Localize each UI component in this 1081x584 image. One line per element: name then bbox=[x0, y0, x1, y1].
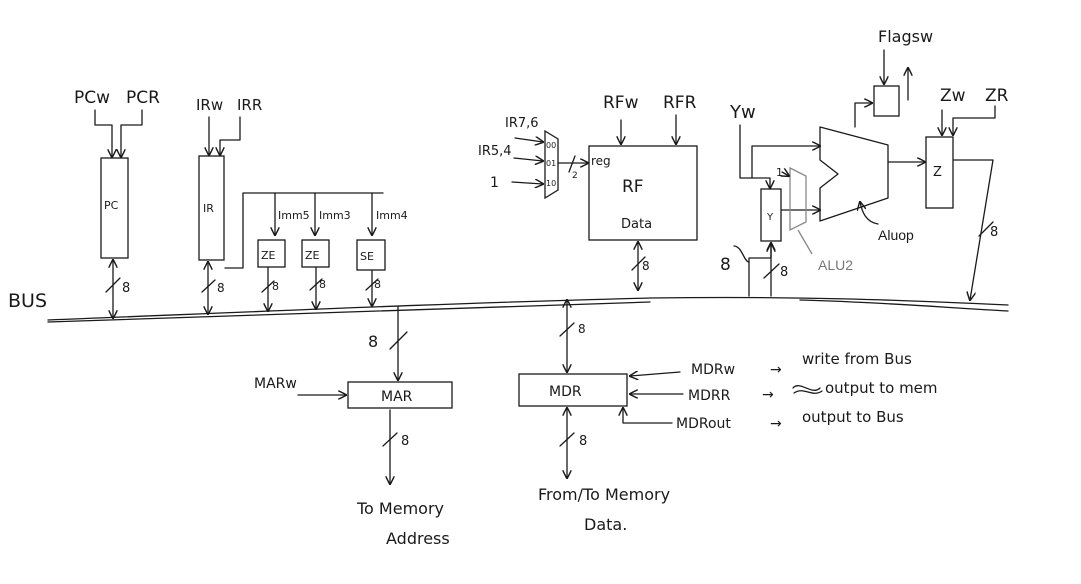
mdr-dest-line1: From/To Memory bbox=[538, 485, 670, 504]
imm4-label: Imm4 bbox=[376, 209, 408, 222]
y-label: Y bbox=[766, 212, 774, 223]
aluop-wire bbox=[860, 202, 879, 225]
imm4-extender: Imm4 SE 8 bbox=[356, 192, 408, 306]
alu-to-flags bbox=[854, 103, 872, 128]
alu-input-one: 1 bbox=[776, 166, 783, 179]
mar-write-signal: MARw bbox=[254, 376, 297, 392]
ir-label: IR bbox=[203, 202, 214, 215]
mdr-dest-line2: Data. bbox=[584, 515, 627, 534]
mar-register: MAR bbox=[347, 381, 453, 409]
se-bus-width: 8 bbox=[374, 278, 381, 291]
ir-bus-width: 8 bbox=[217, 281, 225, 295]
z-write-signal: Zw bbox=[940, 86, 966, 106]
z-read-signal: ZR bbox=[985, 86, 1009, 106]
mdr-bus-width: 8 bbox=[578, 322, 586, 336]
ir-immediate-tap bbox=[224, 192, 384, 269]
mdr-w-desc: write from Bus bbox=[802, 350, 912, 368]
y-in-width: 8 bbox=[720, 255, 731, 275]
z-to-bus bbox=[953, 159, 994, 300]
imm3-label: Imm3 bbox=[319, 209, 351, 222]
mar-dest-line2: Address bbox=[386, 529, 450, 548]
bus-to-y bbox=[748, 243, 771, 297]
svg-text:→: → bbox=[762, 387, 774, 403]
system-bus bbox=[47, 296, 1009, 323]
ze1-label: ZE bbox=[261, 249, 276, 262]
alu-input-a-wire bbox=[751, 146, 820, 179]
alu2-label: ALU2 bbox=[818, 257, 853, 273]
svg-text:→: → bbox=[770, 362, 782, 378]
pc-write-signal: PCw bbox=[74, 88, 110, 108]
ir-r-wire bbox=[220, 116, 241, 155]
register-file: reg RF Data bbox=[588, 145, 698, 241]
y-write-signal: Yw bbox=[729, 102, 756, 123]
mux-in-ir54: IR5,4 bbox=[478, 144, 512, 159]
mux-in-one: 1 bbox=[490, 175, 499, 191]
mdr-out-desc: output to Bus bbox=[802, 408, 904, 426]
bus-label: BUS bbox=[8, 290, 47, 312]
alu bbox=[819, 126, 889, 222]
z-bus-width: 8 bbox=[990, 225, 998, 240]
mar-dest-line1: To Memory bbox=[356, 499, 444, 518]
z-label: Z bbox=[933, 165, 942, 180]
pc-register: PC bbox=[100, 157, 129, 259]
se-label: SE bbox=[360, 250, 374, 263]
ze2-label: ZE bbox=[305, 249, 320, 262]
mux-sel-01: 01 bbox=[546, 159, 556, 168]
imm5-extender: Imm5 ZE 8 bbox=[257, 192, 310, 311]
pc-r-wire bbox=[121, 109, 143, 157]
svg-text:→: → bbox=[770, 416, 782, 432]
mdr-mem-width: 8 bbox=[579, 434, 587, 449]
pc-bus-width: 8 bbox=[122, 281, 130, 296]
ir-read-signal: IRR bbox=[237, 96, 262, 114]
mux-out-width: 2 bbox=[572, 171, 578, 181]
mux-sel-10: 10 bbox=[546, 179, 556, 188]
mux-sel-00: 00 bbox=[546, 141, 556, 150]
mdr-r-desc-visible: output to mem bbox=[825, 379, 938, 397]
mar-out-width: 8 bbox=[401, 434, 409, 449]
y-register: Y bbox=[760, 188, 782, 242]
mdr-r-name: MDRR bbox=[688, 388, 731, 404]
imm5-label: Imm5 bbox=[278, 209, 310, 222]
mdr-w-name: MDRw bbox=[691, 362, 735, 378]
z-register: Z bbox=[925, 136, 954, 209]
aluop-label: Aluop bbox=[878, 227, 914, 243]
mdr-out-wire bbox=[623, 408, 673, 424]
pc-label: PC bbox=[104, 199, 119, 212]
flags-register bbox=[873, 85, 900, 117]
imm3-extender: Imm3 ZE 8 bbox=[301, 192, 351, 309]
mdr-out-name: MDRout bbox=[676, 416, 731, 432]
register-select-mux: 00 01 10 bbox=[544, 129, 559, 200]
mdr-register: MDR bbox=[518, 373, 628, 407]
mar-in-width: 8 bbox=[368, 332, 378, 351]
rf-title: RF bbox=[622, 177, 644, 197]
ir-write-signal: IRw bbox=[196, 96, 223, 114]
flags-label: Flagsw bbox=[878, 27, 933, 46]
rf-bus-width: 8 bbox=[642, 259, 650, 273]
ze1-bus-width: 8 bbox=[272, 280, 279, 293]
y-bus-width: 8 bbox=[780, 265, 788, 280]
mdr-label: MDR bbox=[549, 384, 582, 400]
rf-read-signal: RFR bbox=[663, 93, 697, 113]
pc-w-wire bbox=[94, 109, 112, 157]
rf-subtitle: Data bbox=[621, 217, 652, 232]
ze2-bus-width: 8 bbox=[319, 278, 326, 291]
mar-label: MAR bbox=[381, 389, 413, 405]
mdr-w-wire bbox=[630, 372, 681, 376]
pc-read-signal: PCR bbox=[126, 88, 160, 108]
rf-reg-port: reg bbox=[591, 154, 611, 168]
ir-register: IR bbox=[198, 155, 225, 261]
mux-in-ir76: IR7,6 bbox=[505, 116, 539, 131]
rf-write-signal: RFw bbox=[603, 93, 639, 113]
alu2-mux bbox=[789, 166, 807, 232]
